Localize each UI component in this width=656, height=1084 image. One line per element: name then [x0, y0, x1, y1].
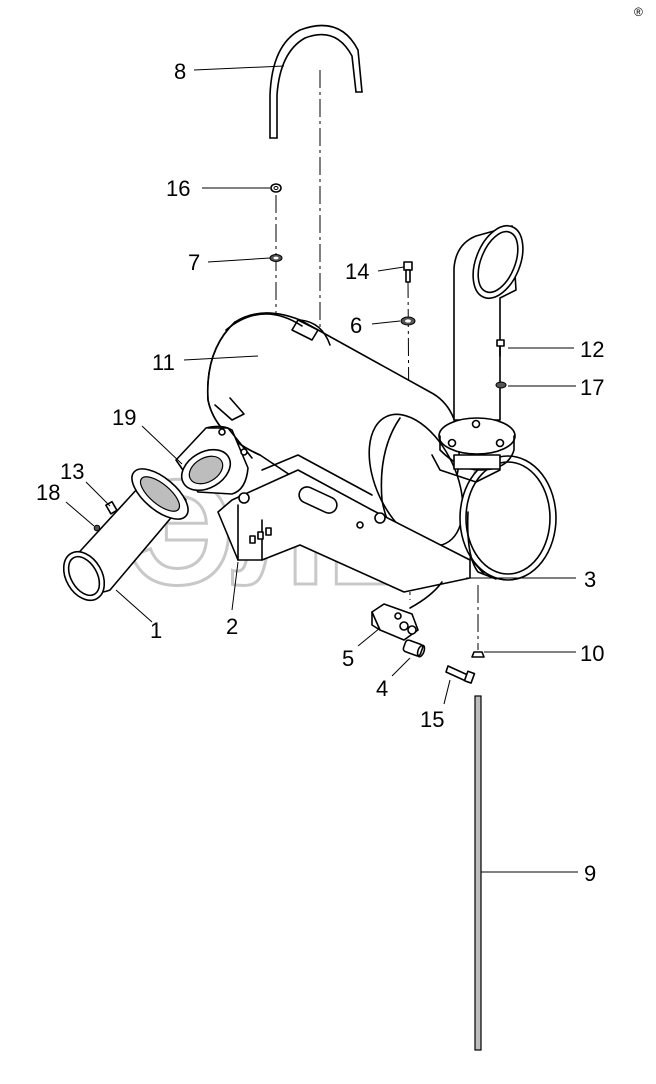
part-14-bolt — [403, 261, 413, 283]
callout-19: 19 — [112, 405, 136, 430]
callout-5: 5 — [342, 646, 354, 671]
callout-14: 14 — [345, 259, 369, 284]
part-1-inlet-pipe — [62, 468, 189, 602]
part-8-handle — [269, 24, 363, 139]
callout-labels: 8 16 7 14 6 11 12 17 19 13 18 1 2 3 10 5… — [36, 59, 604, 886]
part-3-outlet-flange — [459, 455, 557, 581]
registered-mark: ® — [634, 5, 643, 19]
callout-4: 4 — [376, 676, 388, 701]
callout-12: 12 — [580, 337, 604, 362]
exhaust-stack-pipe — [431, 225, 524, 483]
callout-1: 1 — [150, 618, 162, 643]
callout-6: 6 — [350, 313, 362, 338]
callout-11: 11 — [152, 350, 175, 375]
part-19-inlet-flange — [175, 425, 253, 495]
callout-18: 18 — [36, 480, 60, 505]
callout-17: 17 — [580, 375, 604, 400]
part-15-bolt — [445, 665, 476, 684]
callout-15: 15 — [420, 707, 444, 732]
part-17-washer — [495, 381, 507, 389]
callout-16: 16 — [166, 176, 190, 201]
callout-10: 10 — [580, 641, 604, 666]
part-12-screw — [496, 339, 505, 357]
callout-8: 8 — [174, 59, 186, 84]
part-4-spacer — [402, 639, 426, 658]
part-9-rod — [474, 695, 482, 1051]
callout-9: 9 — [584, 861, 596, 886]
part-18-plug — [93, 524, 101, 532]
callout-3: 3 — [584, 567, 596, 592]
callout-13: 13 — [60, 459, 84, 484]
part-6-washer — [400, 316, 416, 326]
part-2-bracket — [217, 454, 471, 593]
part-10-nut — [471, 651, 485, 658]
callout-2: 2 — [226, 614, 238, 639]
part-16-nut — [270, 183, 282, 193]
part-5-clamp-bracket — [371, 581, 443, 641]
part-7-washer — [269, 254, 283, 262]
bracket-rivets — [249, 527, 272, 544]
callout-7: 7 — [188, 250, 200, 275]
leader-lines — [65, 65, 578, 873]
